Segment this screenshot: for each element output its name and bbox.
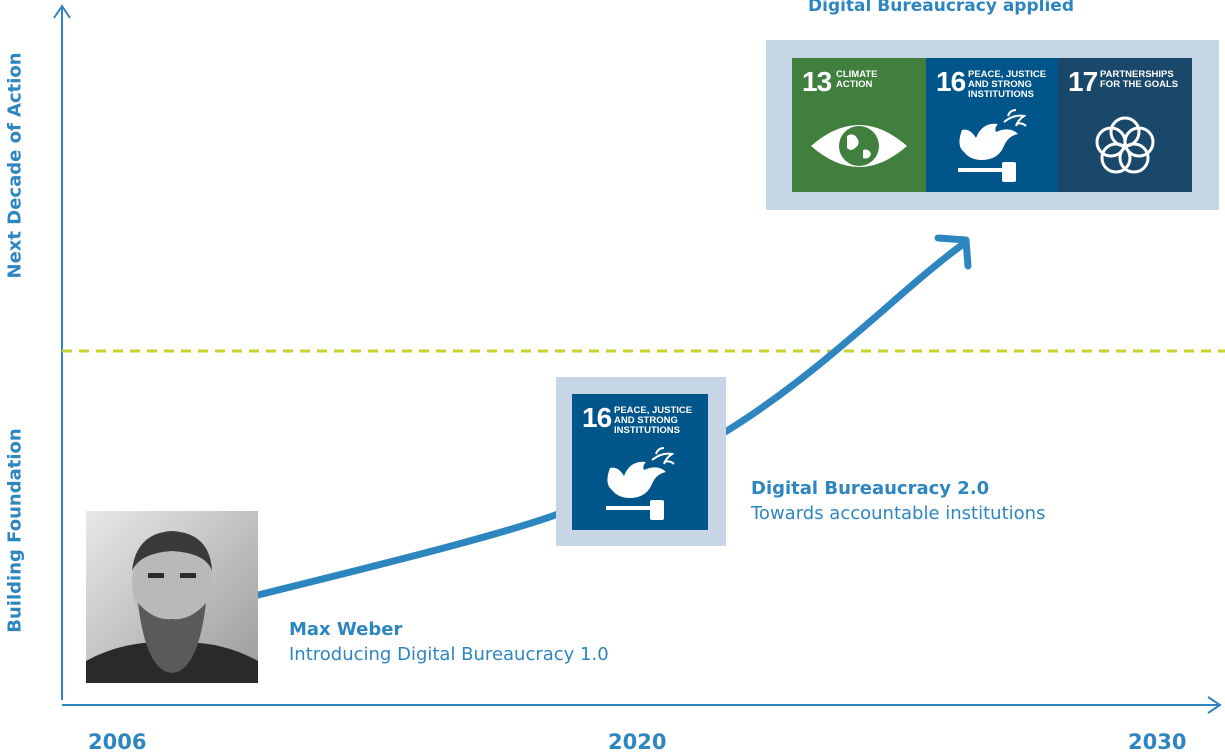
sdg-tile-17: 17 PARTNERSHIPS FOR THE GOALS xyxy=(1058,58,1192,192)
bottom-callout-subtitle: Introducing Digital Bureaucracy 1.0 xyxy=(289,644,609,665)
y-axis xyxy=(53,4,71,700)
y-axis-lower-label: Building Foundation xyxy=(4,428,26,633)
y-axis-upper-label: Next Decade of Action xyxy=(4,52,26,279)
interlocking-rings-icon xyxy=(1095,116,1155,174)
eye-globe-icon xyxy=(811,125,907,167)
sdg-16-middle-text: PEACE, JUSTICE AND STRONG INSTITUTIONS xyxy=(614,405,693,436)
x-axis xyxy=(62,696,1222,714)
sdg-16-middle-number: 16 xyxy=(582,402,612,433)
growth-arrowhead-icon xyxy=(934,234,972,270)
x-tick-2020: 2020 xyxy=(608,730,667,754)
sdg-tile-13: 13 CLIMATE ACTION xyxy=(792,58,926,192)
sdg-17-number: 17 xyxy=(1068,66,1098,97)
middle-callout-title: Digital Bureaucracy 2.0 xyxy=(751,478,990,499)
sdg-tile-16-top: 16 PEACE, JUSTICE AND STRONG INSTITUTION… xyxy=(926,58,1058,192)
sdg-13-number: 13 xyxy=(802,66,832,97)
x-tick-2006: 2006 xyxy=(88,730,147,754)
middle-callout-subtitle: Towards accountable institutions xyxy=(751,503,1046,524)
dove-gavel-icon xyxy=(958,109,1027,182)
x-tick-2030: 2030 xyxy=(1128,730,1187,754)
sdg-13-text: CLIMATE ACTION xyxy=(836,69,878,90)
sdg-16-number: 16 xyxy=(936,66,966,97)
dove-gavel-icon xyxy=(606,447,675,520)
middle-callout: Digital Bureaucracy 2.0 Towards accounta… xyxy=(751,478,1045,524)
sdg-17-text: PARTNERSHIPS FOR THE GOALS xyxy=(1100,69,1179,90)
portrait-photo-icon xyxy=(86,511,258,683)
bottom-callout-title: Max Weber xyxy=(289,619,403,640)
sdg-tile-16-middle: 16 PEACE, JUSTICE AND STRONG INSTITUTION… xyxy=(572,394,708,530)
sdg-16-text: PEACE, JUSTICE AND STRONG INSTITUTIONS xyxy=(968,69,1047,100)
bottom-callout: Max Weber Introducing Digital Bureaucrac… xyxy=(289,619,609,665)
top-callout-title: Digital Bureaucracy applied xyxy=(808,0,1074,16)
